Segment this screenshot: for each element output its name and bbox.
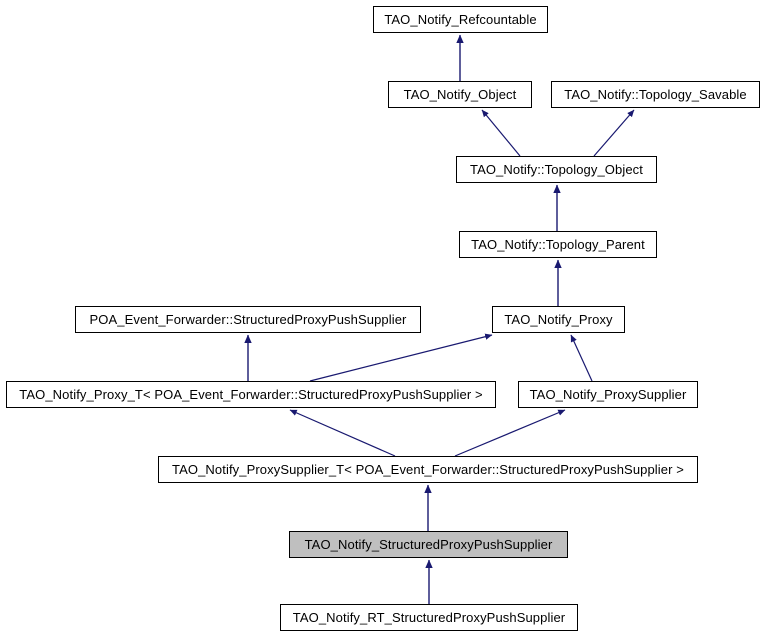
node-label: POA_Event_Forwarder::StructuredProxyPush… <box>89 312 407 327</box>
node-label: TAO_Notify_Proxy_T< POA_Event_Forwarder:… <box>19 387 483 402</box>
node-label: TAO_Notify_Proxy <box>504 312 613 327</box>
node-tao-notify-topology-parent[interactable]: TAO_Notify::Topology_Parent <box>459 231 657 258</box>
edge-topology-object-to-topology-savable <box>593 109 635 157</box>
node-label: TAO_Notify::Topology_Parent <box>471 237 645 252</box>
edge-topology-object-to-notify-object <box>481 109 521 157</box>
node-tao-notify-proxy-t[interactable]: TAO_Notify_Proxy_T< POA_Event_Forwarder:… <box>6 381 496 408</box>
node-label: TAO_Notify::Topology_Savable <box>564 87 747 102</box>
node-label: TAO_Notify_Refcountable <box>384 12 537 27</box>
node-tao-notify-refcountable[interactable]: TAO_Notify_Refcountable <box>373 6 548 33</box>
node-label: TAO_Notify_ProxySupplier_T< POA_Event_Fo… <box>172 462 684 477</box>
edge-proxy-supplier-t-to-proxy-supplier <box>454 409 566 457</box>
node-tao-notify-proxy[interactable]: TAO_Notify_Proxy <box>492 306 625 333</box>
node-label: TAO_Notify::Topology_Object <box>470 162 643 177</box>
edge-proxy-supplier-t-to-proxy-t <box>289 409 396 457</box>
node-label: TAO_Notify_ProxySupplier <box>529 387 687 402</box>
node-tao-notify-topology-savable[interactable]: TAO_Notify::Topology_Savable <box>551 81 760 108</box>
node-tao-notify-structuredproxypushsupplier[interactable]: TAO_Notify_StructuredProxyPushSupplier <box>289 531 568 558</box>
node-tao-notify-topology-object[interactable]: TAO_Notify::Topology_Object <box>456 156 657 183</box>
node-tao-notify-proxysupplier[interactable]: TAO_Notify_ProxySupplier <box>518 381 698 408</box>
node-tao-notify-object[interactable]: TAO_Notify_Object <box>388 81 532 108</box>
node-label: TAO_Notify_StructuredProxyPushSupplier <box>304 537 553 552</box>
node-poa-event-forwarder-structuredproxypushsupplier[interactable]: POA_Event_Forwarder::StructuredProxyPush… <box>75 306 421 333</box>
edge-proxy-supplier-to-notify-proxy <box>570 334 593 382</box>
node-tao-notify-rt-structuredproxypushsupplier[interactable]: TAO_Notify_RT_StructuredProxyPushSupplie… <box>280 604 578 631</box>
node-tao-notify-proxysupplier-t[interactable]: TAO_Notify_ProxySupplier_T< POA_Event_Fo… <box>158 456 698 483</box>
edge-proxy-t-to-notify-proxy <box>309 333 493 382</box>
node-label: TAO_Notify_RT_StructuredProxyPushSupplie… <box>292 610 566 625</box>
node-label: TAO_Notify_Object <box>403 87 517 102</box>
